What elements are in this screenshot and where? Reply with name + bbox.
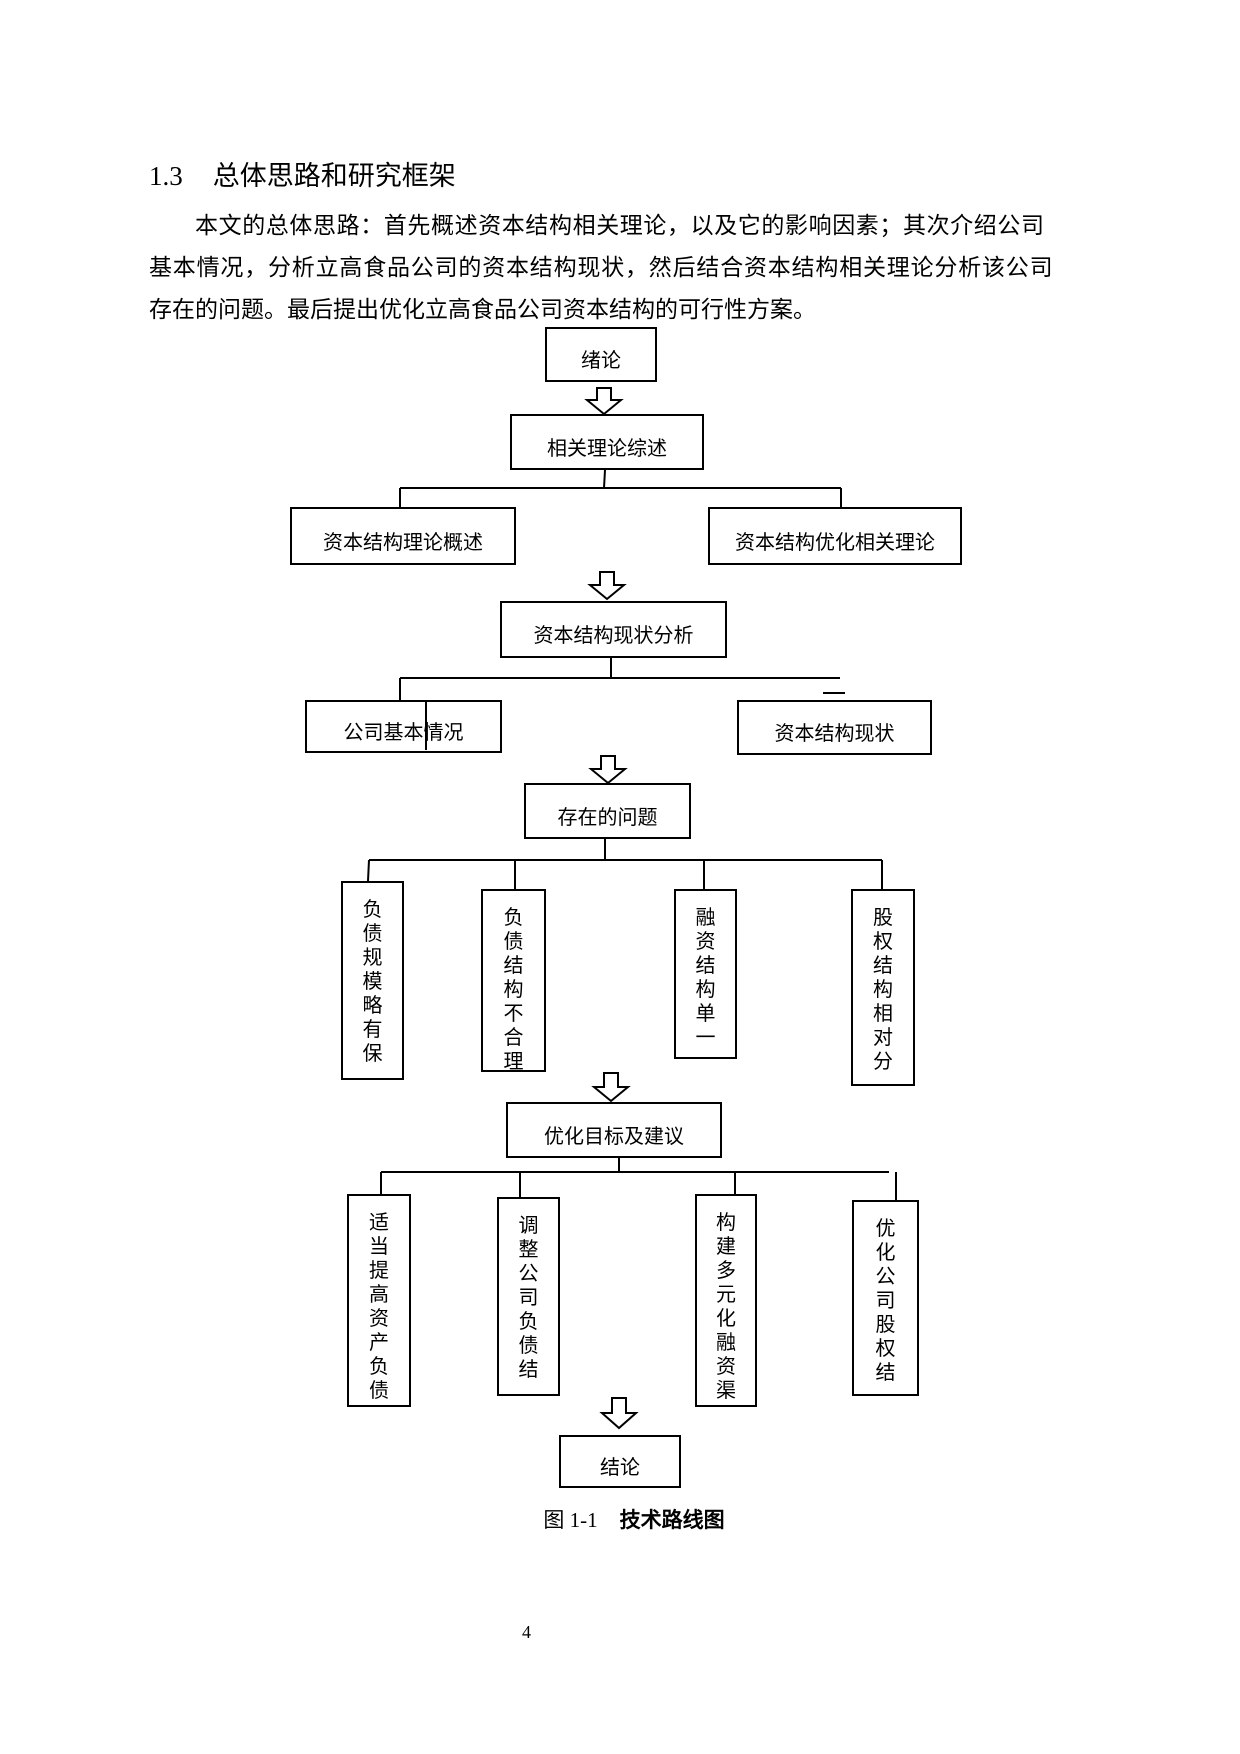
page-number: 4 (522, 1622, 531, 1642)
down-arrow-icon (588, 755, 628, 785)
body-paragraph: 本文的总体思路：首先概述资本结构相关理论，以及它的影响因素；其次介绍公司 基本情… (149, 205, 1117, 331)
box-label: 调整公司负债结 (518, 1213, 539, 1381)
figure-title: 技术路线图 (619, 1508, 725, 1532)
box-suggestion-debt-ratio: 适当提高资产负债 (347, 1194, 411, 1407)
figure-number: 图 1-1 (543, 1508, 598, 1532)
connector-line (367, 859, 370, 882)
box-problems: 存在的问题 (524, 783, 691, 839)
box-problem-equity: 股权结构相对分 (851, 889, 915, 1086)
box-suggestion-equity: 优化公司股权结 (852, 1200, 919, 1396)
box-status-analysis: 资本结构现状分析 (500, 601, 727, 658)
box-suggestions: 优化目标及建议 (506, 1102, 722, 1158)
box-intro: 绪论 (545, 327, 657, 382)
section-heading: 1.3 总体思路和研究框架 (149, 154, 456, 193)
box-problem-debt-structure: 负债结构不合理 (481, 889, 546, 1073)
section-number: 1.3 (149, 161, 183, 191)
connector-line (603, 469, 606, 489)
down-arrow-icon (587, 571, 627, 601)
box-label: 适当提高资产负债 (369, 1210, 389, 1402)
box-capital-structure-theory: 资本结构理论概述 (290, 507, 516, 565)
box-company-basics: 公司基本情况 (305, 700, 502, 753)
section-title: 总体思路和研究框架 (212, 161, 456, 192)
paragraph-line: 本文的总体思路：首先概述资本结构相关理论，以及它的影响因素；其次介绍公司 (195, 213, 1045, 239)
box-suggestion-debt-structure: 调整公司负债结 (497, 1197, 560, 1396)
box-capital-status: 资本结构现状 (737, 700, 932, 755)
box-suggestion-financing: 构建多元化融资渠 (695, 1194, 757, 1407)
box-label: 优化公司股权结 (875, 1216, 896, 1384)
paragraph-line: 基本情况，分析立高食品公司的资本结构现状，然后结合资本结构相关理论分析该公司 (149, 255, 1054, 281)
box-problem-debt-scale: 负债规模略有保 (341, 881, 404, 1080)
down-arrow-icon (599, 1397, 639, 1430)
box-label: 股权结构相对分 (873, 905, 893, 1073)
box-label: 负债结构不合理 (503, 905, 524, 1073)
box-problem-financing: 融资结构单一 (674, 889, 737, 1059)
down-arrow-icon (584, 387, 624, 416)
box-conclusion: 结论 (559, 1435, 681, 1488)
box-label: 负债规模略有保 (362, 897, 383, 1065)
paragraph-line: 存在的问题。最后提出优化立高食品公司资本结构的可行性方案。 (149, 297, 816, 323)
box-optimization-theory: 资本结构优化相关理论 (708, 507, 962, 565)
down-arrow-icon (591, 1072, 631, 1103)
box-theory-review: 相关理论综述 (510, 414, 704, 470)
box-label: 融资结构单一 (695, 905, 716, 1049)
figure-caption: 图 1-1 技术路线图 (0, 1504, 1240, 1534)
box-label: 构建多元化融资渠 (716, 1210, 736, 1402)
